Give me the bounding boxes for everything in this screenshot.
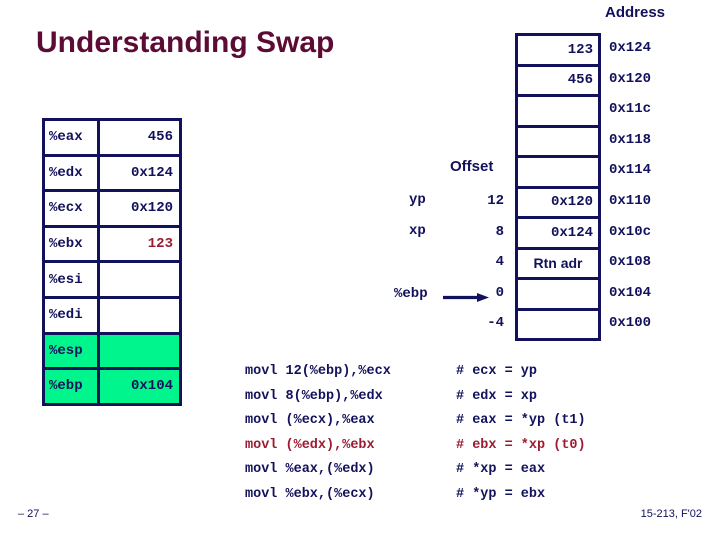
register-value: 0x124 [130, 164, 173, 181]
code-line: movl %ebx,(%ecx) # *yp = ebx [245, 483, 586, 508]
address-label: 0x11c [609, 101, 652, 118]
code-instruction: movl %eax,(%edx) [245, 462, 375, 477]
var-label-yp: yp [409, 192, 426, 208]
memory-cell [518, 311, 598, 341]
address-label-column: 0x124 0x120 0x11c 0x118 0x114 0x110 0x10c 0x108… [609, 33, 651, 339]
register-value: 0x120 [130, 200, 173, 217]
code-line: movl 8(%ebp),%edx # edx = xp [245, 385, 586, 410]
register-table: %eax 456 %edx 0x124 %ecx 0x120 %ebx 123 %esi%edi… [42, 118, 182, 406]
code-instruction: movl 12(%ebp),%ecx [245, 364, 391, 379]
register-row: %ecx 0x120 [45, 192, 179, 228]
register-row: %edi [45, 298, 179, 335]
code-comment: # ecx = yp [456, 364, 538, 379]
register-value [100, 334, 179, 368]
offset-label-column: 12 8 4 0 -4 [448, 186, 504, 339]
register-row: %esi [45, 263, 179, 299]
code-instruction: movl 8(%ebp),%edx [245, 388, 383, 404]
address-label: 0x120 [609, 70, 652, 87]
arrow-right-icon [443, 293, 489, 302]
page-title: Understanding Swap [36, 26, 335, 59]
ebp-pointer-label: %ebp [394, 286, 428, 302]
address-label: 0x114 [609, 162, 652, 179]
memory-cell [518, 97, 598, 128]
offset-label: 4 [495, 254, 504, 270]
register-row: %eax 456 [45, 121, 179, 157]
address-label: 0x124 [609, 40, 652, 56]
code-instruction: movl (%edx),%ebx [245, 437, 375, 453]
register-row: %esp [45, 334, 179, 371]
offset-label: -4 [487, 315, 504, 331]
register-value: 0x104 [100, 370, 179, 403]
memory-cell: Rtn adr [518, 250, 598, 280]
memory-cell [518, 128, 598, 158]
memory-cell: 456 [518, 67, 598, 97]
register-name: %edi [45, 298, 100, 332]
code-line: movl (%edx),%ebx # ebx = *xp (t0) [245, 434, 586, 459]
register-name: %edx [45, 156, 100, 190]
memory-cell [518, 158, 598, 189]
code-comment: # eax = *yp (t1) [456, 413, 586, 428]
address-label: 0x104 [609, 284, 652, 301]
register-row: %edx 0x124 [45, 156, 179, 193]
footer-course-label: 15-213, F'02 [640, 508, 702, 520]
register-row: %ebx 123 [45, 227, 179, 264]
offset-label: 8 [495, 223, 504, 240]
code-comment: # *yp = ebx [456, 486, 546, 502]
memory-cell: 0x120 [518, 189, 598, 219]
code-comment: # edx = xp [456, 388, 538, 404]
register-value: 456 [147, 129, 173, 146]
address-column-header: Address [605, 4, 666, 21]
register-name: %esi [45, 263, 100, 296]
memory-cell: 123 [518, 36, 598, 67]
register-name: %ecx [45, 192, 100, 225]
address-label: 0x110 [609, 192, 652, 209]
code-line: movl %eax,(%edx) # *xp = eax [245, 458, 586, 483]
register-value: 123 [147, 236, 173, 253]
code-comment: # *xp = eax [456, 462, 546, 477]
assembly-code-block: movl 12(%ebp),%ecx # ecx = yp movl 8(%ebp)… [245, 360, 586, 507]
memory-cell [518, 280, 598, 311]
footer-slide-number: – 27 – [18, 508, 49, 520]
code-line: movl 12(%ebp),%ecx # ecx = yp [245, 360, 586, 385]
register-name: %eax [45, 121, 100, 154]
register-name: %esp [45, 334, 100, 368]
offset-label: 12 [487, 193, 504, 209]
offset-label: 0 [495, 284, 504, 301]
register-value [100, 263, 179, 296]
register-name: %ebp [45, 370, 100, 403]
address-label: 0x100 [609, 315, 652, 332]
code-line: movl (%ecx),%eax # eax = *yp (t1) [245, 409, 586, 434]
address-label: 0x118 [609, 131, 652, 148]
address-label: 0x108 [609, 254, 652, 271]
code-comment: # ebx = *xp (t0) [456, 437, 586, 453]
var-label-xp: xp [409, 223, 426, 239]
code-instruction: movl (%ecx),%eax [245, 413, 375, 428]
code-instruction: movl %ebx,(%ecx) [245, 486, 375, 502]
offset-column-header: Offset [450, 158, 494, 175]
memory-cell: 0x124 [518, 219, 598, 250]
register-name: %ebx [45, 227, 100, 261]
register-value [100, 299, 179, 332]
address-label: 0x10c [609, 223, 652, 240]
